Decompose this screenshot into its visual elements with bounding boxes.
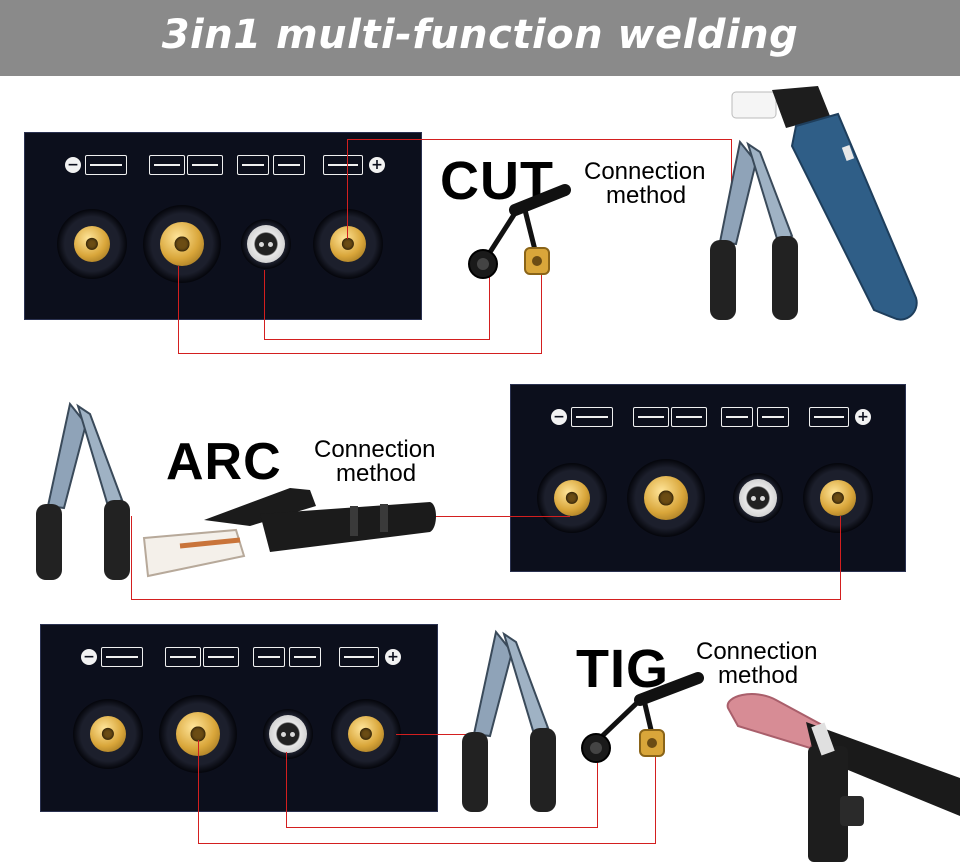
positive-output-icon	[809, 407, 849, 427]
tig-torch-icon	[203, 647, 239, 667]
negative-socket	[73, 699, 143, 769]
cut-trigger-icon	[273, 155, 305, 175]
ground-clamp-arc-icon	[30, 394, 140, 589]
tig-torch-connector-art	[574, 664, 704, 774]
tig-caption-line1: Connection	[696, 640, 817, 664]
gas-connector-icon	[237, 155, 269, 175]
cut-trigger-icon	[757, 407, 789, 427]
tig-torch-icon	[671, 407, 707, 427]
panel-symbol-row: − +	[41, 643, 437, 673]
tig-caption-line2: method	[718, 664, 798, 688]
cut-trigger-icon	[289, 647, 321, 667]
minus-symbol: −	[65, 157, 81, 173]
plasma-cutting-torch-icon	[726, 86, 926, 331]
minus-symbol: −	[551, 409, 567, 425]
minus-symbol: −	[81, 649, 97, 665]
electrode-holder-icon	[140, 476, 440, 586]
gas-connector-icon	[253, 647, 285, 667]
ground-clamp-tig-icon	[456, 622, 566, 817]
arc-electrode-icon	[633, 407, 669, 427]
arc-caption-line1: Connection	[314, 438, 435, 462]
gas-connector-icon	[721, 407, 753, 427]
banner-title: 3in1 multi-function welding	[0, 12, 960, 58]
tig-welding-torch-icon	[714, 686, 960, 862]
ground-clamp-icon	[101, 647, 143, 667]
panel-symbol-row: − +	[511, 403, 905, 433]
plus-symbol: +	[855, 409, 871, 425]
tig-torch-icon	[187, 155, 223, 175]
negative-socket	[57, 209, 127, 279]
arc-electrode-icon	[149, 155, 185, 175]
cut-torch-connector-art	[455, 180, 575, 290]
positive-output-icon	[339, 647, 379, 667]
arc-electrode-icon	[165, 647, 201, 667]
title-banner: 3in1 multi-function welding	[0, 0, 960, 76]
control-plug-socket	[241, 219, 291, 269]
ground-clamp-icon	[571, 407, 613, 427]
plus-symbol: +	[385, 649, 401, 665]
ground-clamp-icon	[85, 155, 127, 175]
